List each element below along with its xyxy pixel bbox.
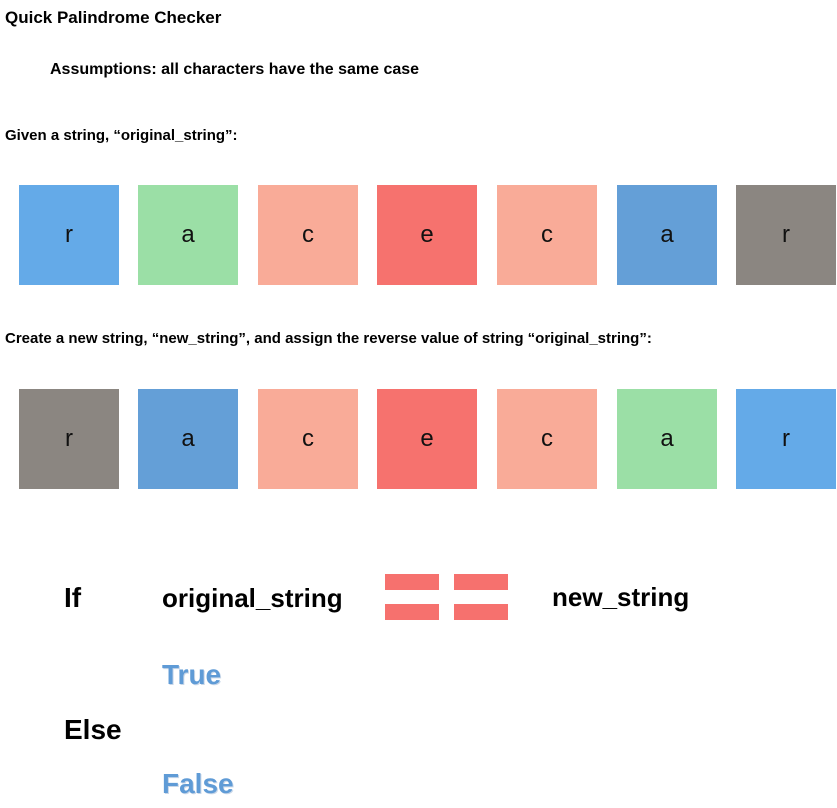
original-char-box: c	[497, 185, 597, 285]
step2-label: Create a new string, “new_string”, and a…	[5, 330, 652, 347]
if-keyword: If	[64, 582, 82, 613]
reversed-char-box: c	[258, 389, 358, 489]
reversed-char-box: a	[138, 389, 238, 489]
reversed-char: e	[420, 425, 434, 452]
reversed-char-box: r	[19, 389, 119, 489]
left-operand: original_string	[162, 583, 343, 613]
reversed-char: a	[181, 425, 195, 452]
equals-bar	[385, 574, 439, 590]
else-keyword: Else	[64, 714, 122, 745]
original-char-box: c	[258, 185, 358, 285]
reversed-char: a	[660, 425, 674, 452]
reversed-char: c	[302, 425, 314, 452]
right-operand: new_string	[552, 582, 690, 612]
original-char: c	[302, 221, 314, 248]
equals-bar	[454, 574, 508, 590]
original-char: a	[181, 221, 195, 248]
assumption-text: Assumptions: all characters have the sam…	[50, 61, 420, 78]
step1-label: Given a string, “original_string”:	[5, 127, 238, 144]
original-char: r	[782, 221, 790, 248]
original-char: r	[65, 221, 73, 248]
reversed-char-box: r	[736, 389, 836, 489]
false-result: False	[162, 768, 234, 799]
original-char-box: a	[617, 185, 717, 285]
original-char: c	[541, 221, 553, 248]
equals-bar	[454, 604, 508, 620]
reversed-char: c	[541, 425, 553, 452]
page-title: Quick Palindrome Checker	[5, 8, 222, 27]
true-result: True	[162, 659, 222, 690]
equals-bar	[385, 604, 439, 620]
original-char-box: e	[377, 185, 477, 285]
reversed-char-box: e	[377, 389, 477, 489]
original-char-box: r	[736, 185, 836, 285]
original-char: a	[660, 221, 674, 248]
reversed-char-box: c	[497, 389, 597, 489]
original-char-box: r	[19, 185, 119, 285]
original-char: e	[420, 221, 434, 248]
original-char-box: a	[138, 185, 238, 285]
reversed-char: r	[65, 425, 73, 452]
reversed-char: r	[782, 425, 790, 452]
reversed-char-box: a	[617, 389, 717, 489]
equality-operator	[385, 574, 509, 620]
